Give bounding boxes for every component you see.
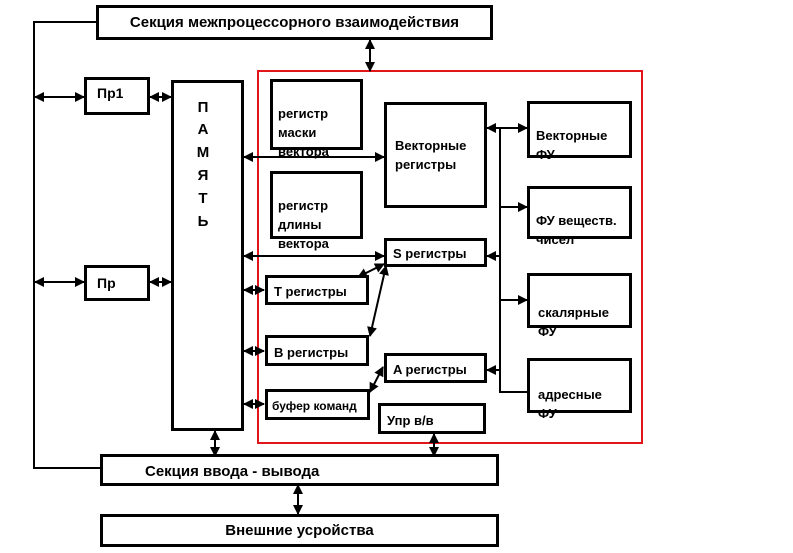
vector-mask-register-label: регистр маски вектора	[278, 106, 329, 159]
interprocessor-section-label: Секция межпроцессорного взаимодействия	[129, 14, 460, 31]
address-fu-label: адресные ФУ	[538, 387, 602, 421]
b-registers: B регистры	[265, 335, 369, 366]
left-bus-line	[33, 21, 100, 469]
command-buffer-label: буфер команд	[272, 399, 357, 413]
memory-letter: Т	[198, 190, 208, 207]
command-buffer: буфер команд	[265, 389, 370, 420]
memory-letter: Ь	[197, 213, 209, 230]
processor-pr: Пр	[84, 265, 150, 301]
memory-letter: Я	[197, 167, 209, 184]
memory-block: П А М Я Т Ь	[171, 80, 244, 431]
io-section: Секция ввода - вывода	[100, 454, 499, 486]
io-section-label: Секция ввода - вывода	[145, 463, 320, 480]
processor-pr1-label: Пр1	[97, 85, 124, 101]
io-control: Упр в/в	[378, 403, 486, 434]
external-devices-label: Внешние усройства	[225, 522, 374, 539]
processor-pr-label: Пр	[97, 275, 116, 291]
scalar-fu-label: скалярные ФУ	[538, 305, 609, 339]
s-registers-label: S регистры	[393, 246, 467, 261]
interprocessor-section: Секция межпроцессорного взаимодействия	[96, 5, 493, 40]
t-registers-label: T регистры	[274, 284, 347, 299]
s-registers: S регистры	[384, 238, 487, 267]
real-number-fu-label: ФУ веществ. чисел	[536, 213, 617, 247]
address-fu: адресные ФУ	[527, 358, 632, 421]
a-registers-label: A регистры	[393, 362, 467, 377]
b-registers-label: B регистры	[274, 345, 349, 360]
vector-registers-label: Векторные регистры	[395, 138, 467, 172]
scalar-fu: скалярные ФУ	[527, 273, 632, 339]
vector-length-register: регистр длины вектора	[270, 171, 363, 251]
a-registers: A регистры	[384, 353, 487, 383]
vector-fu: Векторные ФУ	[527, 101, 632, 162]
processor-pr1: Пр1	[84, 77, 150, 115]
memory-letter: А	[197, 121, 209, 138]
memory-letter: М	[196, 144, 210, 161]
vector-mask-register: регистр маски вектора	[270, 79, 363, 159]
vector-fu-label: Векторные ФУ	[536, 128, 608, 162]
vector-registers: Векторные регистры	[384, 102, 487, 208]
b-s-arrow	[367, 265, 389, 337]
t-registers: T регистры	[265, 275, 369, 305]
vector-length-register-label: регистр длины вектора	[278, 198, 329, 251]
external-devices: Внешние усройства	[100, 514, 499, 547]
buffer-a-arrow	[369, 366, 384, 393]
fu-bus-line	[487, 127, 527, 393]
memory-letter: П	[197, 99, 209, 116]
io-control-label: Упр в/в	[387, 413, 434, 428]
real-number-fu: ФУ веществ. чисел	[527, 186, 632, 247]
